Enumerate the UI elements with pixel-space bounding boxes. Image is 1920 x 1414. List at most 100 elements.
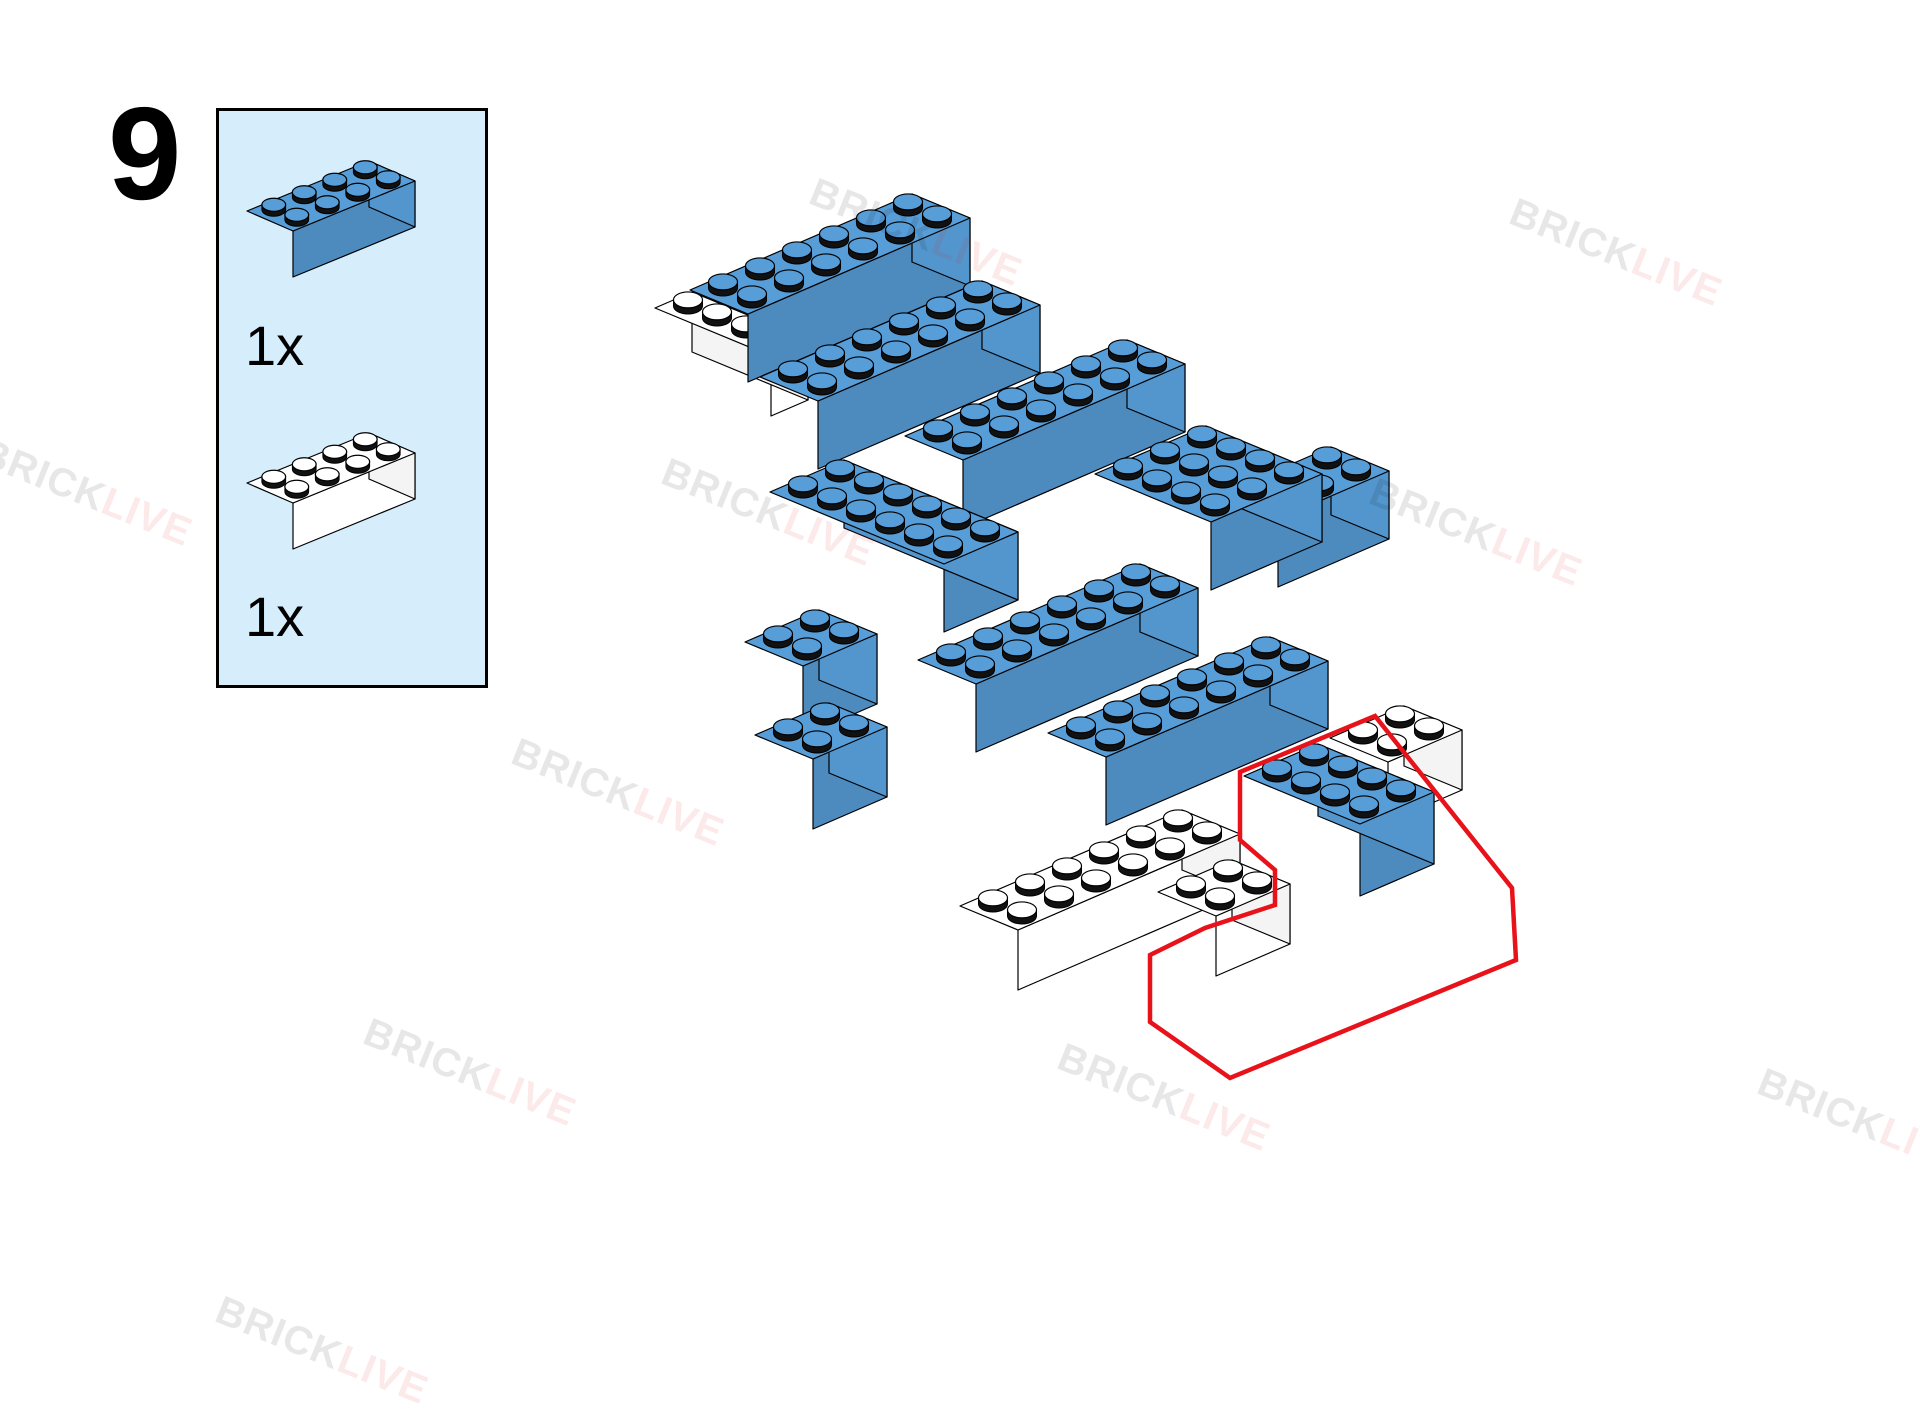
brick-2x4 bbox=[246, 160, 416, 278]
stud bbox=[1204, 887, 1236, 911]
stud bbox=[762, 625, 794, 649]
stud bbox=[1242, 664, 1274, 688]
stud bbox=[988, 415, 1020, 439]
stud bbox=[1131, 712, 1163, 736]
stud bbox=[1356, 767, 1388, 791]
stud bbox=[707, 273, 739, 297]
stud bbox=[847, 237, 879, 261]
stud bbox=[1139, 684, 1171, 708]
brick-blue-center-front bbox=[917, 563, 1199, 753]
stud bbox=[773, 269, 805, 293]
stud bbox=[1212, 859, 1244, 883]
stud bbox=[1149, 441, 1181, 465]
stud bbox=[1168, 696, 1200, 720]
stud bbox=[1075, 607, 1107, 631]
brick-blue-middle bbox=[904, 339, 1186, 529]
brick-blue-right-inner bbox=[1094, 425, 1323, 591]
stud bbox=[1136, 351, 1168, 375]
stud bbox=[701, 303, 733, 327]
step-number: 9 bbox=[108, 80, 182, 227]
stud bbox=[736, 285, 768, 309]
stud bbox=[962, 280, 994, 304]
stud bbox=[1065, 716, 1097, 740]
stud bbox=[922, 419, 954, 443]
stud bbox=[261, 197, 287, 217]
stud bbox=[1025, 399, 1057, 423]
stud bbox=[806, 372, 838, 396]
stud bbox=[1149, 575, 1181, 599]
stud bbox=[888, 312, 920, 336]
stud bbox=[791, 637, 823, 661]
part-quantity: 1x bbox=[245, 314, 305, 377]
stud bbox=[892, 193, 924, 217]
stud bbox=[291, 185, 317, 205]
stud bbox=[1384, 705, 1416, 729]
stud bbox=[977, 889, 1009, 913]
stud bbox=[972, 627, 1004, 651]
stud bbox=[1070, 355, 1102, 379]
stud bbox=[1241, 871, 1273, 895]
stud bbox=[1175, 875, 1207, 899]
stud bbox=[375, 442, 401, 462]
stud bbox=[375, 170, 401, 190]
stud bbox=[787, 475, 819, 499]
stud bbox=[1043, 885, 1075, 909]
stud bbox=[1112, 591, 1144, 615]
stud bbox=[925, 296, 957, 320]
stud bbox=[1038, 623, 1070, 647]
stud bbox=[744, 257, 776, 281]
stud bbox=[1125, 825, 1157, 849]
stud bbox=[801, 730, 833, 754]
stud bbox=[1112, 457, 1144, 481]
stud bbox=[314, 467, 340, 487]
stud bbox=[959, 403, 991, 427]
stud bbox=[1162, 809, 1194, 833]
brick-blue-back-a bbox=[689, 193, 971, 383]
brick-blue-back-b bbox=[759, 280, 1041, 470]
stud bbox=[1213, 652, 1245, 676]
stud bbox=[1001, 639, 1033, 663]
stud bbox=[1051, 857, 1083, 881]
stud bbox=[799, 609, 831, 633]
stud bbox=[261, 469, 287, 489]
stud bbox=[824, 459, 856, 483]
stud bbox=[845, 499, 877, 523]
stud bbox=[1298, 743, 1330, 767]
brick-blue-new bbox=[1243, 743, 1435, 897]
stud bbox=[940, 507, 972, 531]
stud bbox=[1186, 425, 1218, 449]
stud bbox=[954, 308, 986, 332]
stud bbox=[1311, 446, 1343, 470]
stud bbox=[814, 344, 846, 368]
stud bbox=[1250, 636, 1282, 660]
brick-blue-left-low bbox=[744, 609, 878, 737]
stud bbox=[1244, 449, 1276, 473]
stud bbox=[352, 432, 378, 452]
brick-white-base-front bbox=[959, 809, 1241, 991]
stud bbox=[284, 207, 310, 227]
stud bbox=[345, 182, 371, 202]
stud bbox=[1290, 771, 1322, 795]
stud bbox=[1046, 595, 1078, 619]
stud bbox=[352, 160, 378, 180]
stud bbox=[853, 471, 885, 495]
stud bbox=[932, 535, 964, 559]
stud bbox=[996, 387, 1028, 411]
stud bbox=[1099, 367, 1131, 391]
stud bbox=[1340, 458, 1372, 482]
stud bbox=[314, 195, 340, 215]
stud bbox=[951, 431, 983, 455]
stud bbox=[1279, 648, 1311, 672]
stud bbox=[1176, 668, 1208, 692]
stud bbox=[1319, 783, 1351, 807]
stud bbox=[284, 479, 310, 499]
stud bbox=[1191, 821, 1223, 845]
stud bbox=[1215, 437, 1247, 461]
stud bbox=[1088, 841, 1120, 865]
stud bbox=[322, 444, 348, 464]
stud bbox=[1033, 371, 1065, 395]
stud bbox=[1178, 453, 1210, 477]
new-parts-highlight bbox=[1147, 713, 1519, 1081]
stud bbox=[1080, 869, 1112, 893]
stud bbox=[1170, 481, 1202, 505]
